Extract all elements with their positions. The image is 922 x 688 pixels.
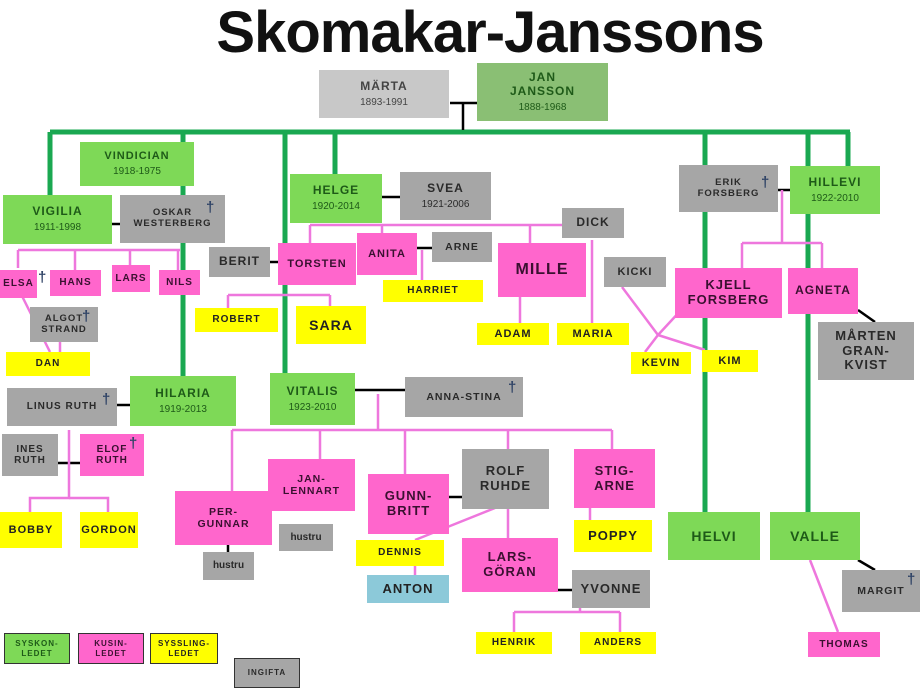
deceased-cross-icon: † [907,571,916,588]
deceased-cross-icon: † [38,269,47,286]
person-harriet: HARRIET [383,280,483,302]
person-kicki: KICKI [604,257,666,287]
person-poppy: POPPY [574,520,652,552]
deceased-cross-icon: † [102,391,111,408]
person-kevin: KEVIN [631,352,691,374]
person-rolf: ROLF RUHDE [462,449,549,509]
chart-title: Skomakar-Janssons [216,0,764,65]
person-lars-goran: LARS-GÖRAN [462,538,558,592]
deceased-cross-icon: † [82,308,91,325]
legend-syssling: SYSSLING-LEDET [150,633,218,664]
person-thomas: THOMAS [808,632,880,657]
person-oskar: OSKAR WESTERBERG [120,195,225,243]
person-gordon: GORDON [80,512,138,548]
person-margit: MARGIT [842,570,920,612]
person-dick: DICK [562,208,624,238]
legend-kusin: KUSIN-LEDET [78,633,144,664]
person-berit: BERIT [209,247,270,277]
person-elof: ELOF RUTH [80,434,144,476]
person-hans: HANS [50,270,101,296]
person-lars: LARS [112,265,150,292]
person-per-gunnar: PER-GUNNAR [175,491,272,545]
person-torsten: TORSTEN [278,243,356,285]
person-henrik: HENRIK [476,632,552,654]
person-kjell: KJELL FORSBERG [675,268,782,318]
person-ines: INES RUTH [2,434,58,476]
person-arne: ARNE [432,232,492,262]
legend-ingifta: INGIFTA [234,658,300,688]
person-erik: ERIK FORSBERG [679,165,778,212]
person-yvonne: YVONNE [572,570,650,608]
person-anna-stina: ANNA-STINA [405,377,523,417]
person-algot: ALGOT STRAND [30,307,98,342]
person-hustru-1: hustru [203,552,254,580]
person-dan: DAN [6,352,90,376]
person-valle: VALLE [770,512,860,560]
person-linus: LINUS RUTH [7,388,117,426]
person-hustru-2: hustru [279,524,333,551]
person-elsa: ELSA [0,270,37,298]
person-agneta: AGNETA [788,268,858,314]
person-stig-arne: STIG-ARNE [574,449,655,508]
person-mille: MILLE [498,243,586,297]
person-marten: MÅRTEN GRAN-KVIST [818,322,914,380]
person-dennis: DENNIS [356,540,444,566]
legend-syskon: SYSKON-LEDET [4,633,70,664]
person-nils: NILS [159,270,200,295]
person-anton: ANTON [367,575,449,603]
person-sara: SARA [296,306,366,344]
person-bobby: BOBBY [0,512,62,548]
person-gunn-britt: GUNN-BRITT [368,474,449,534]
person-robert: ROBERT [195,308,278,332]
deceased-cross-icon: † [761,174,770,191]
deceased-cross-icon: † [206,199,215,216]
deceased-cross-icon: † [129,435,138,452]
person-adam: ADAM [477,323,549,345]
person-jan-lennart: JAN-LENNART [268,459,355,511]
person-kim: KIM [702,350,758,372]
person-anders: ANDERS [580,632,656,654]
person-maria: MARIA [557,323,629,345]
deceased-cross-icon: † [508,379,517,396]
person-anita: ANITA [357,233,417,275]
person-helvi: HELVI [668,512,760,560]
